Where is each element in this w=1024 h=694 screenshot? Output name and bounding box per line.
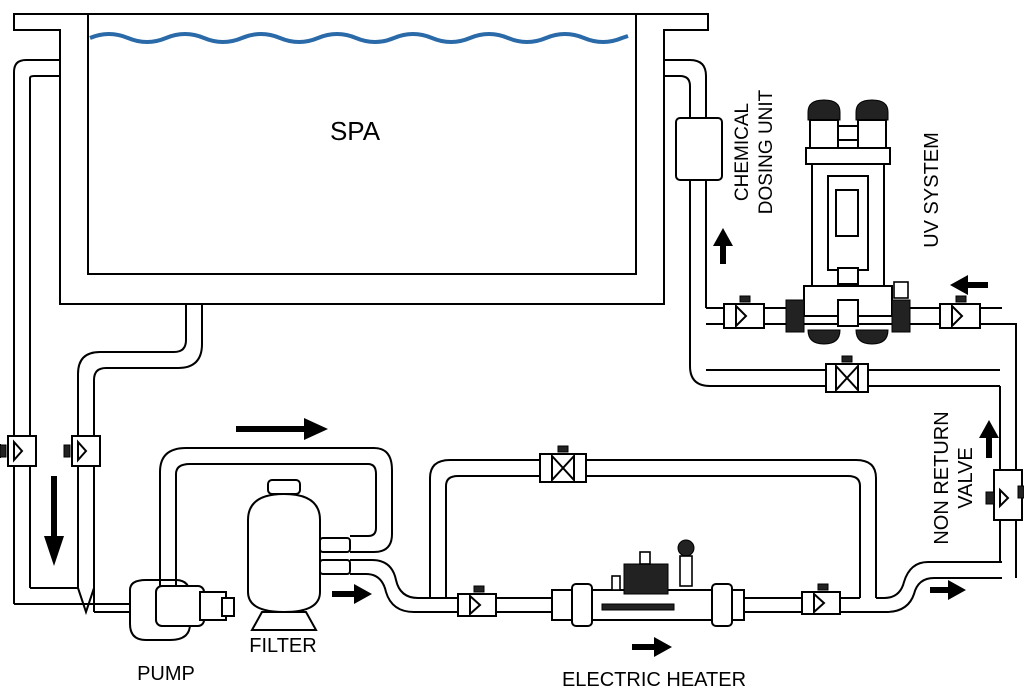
uv-system-unit: UV SYSTEM — [785, 99, 943, 345]
water-surface — [89, 32, 629, 44]
valve-bypass-heater — [539, 445, 587, 483]
uv-system-label: UV SYSTEM — [921, 132, 943, 248]
non-return-valve-label-1: NON RETURN — [931, 411, 953, 544]
flow-arrow-down — [44, 476, 64, 566]
chemical-dosing-label-1: CHEMICAL — [732, 103, 753, 201]
filter-label: FILTER — [249, 635, 316, 657]
flow-arrow-left-uv — [950, 275, 988, 295]
flow-arrow-right-heater — [632, 637, 672, 657]
spa-label: SPA — [330, 116, 381, 146]
suction-pipes — [0, 59, 203, 616]
valve-heater-outlet — [801, 583, 841, 615]
uv-section-pipes: CHEMICAL DOSING UNIT — [664, 59, 1017, 393]
valve-left-outer — [0, 435, 37, 467]
spa-tank: SPA — [13, 13, 709, 305]
valve-heater-inlet — [457, 585, 497, 617]
pump: PUMP — [129, 447, 393, 685]
chemical-dosing-unit — [675, 117, 723, 181]
electric-heater — [551, 539, 745, 627]
chemical-dosing-label-2: DOSING UNIT — [756, 89, 777, 214]
flow-arrow-right-top — [236, 418, 328, 440]
return-riser: NON RETURN VALVE — [931, 372, 1024, 578]
electric-heater-label: ELECTRIC HEATER — [562, 669, 746, 691]
non-return-valve-label-2: VALVE — [955, 447, 977, 509]
flow-arrow-up-riser — [979, 420, 999, 458]
valve-uv-bypass — [825, 355, 869, 393]
pump-label: PUMP — [137, 663, 195, 685]
valve-uv-right — [939, 295, 981, 329]
heater-line: ELECTRIC HEATER — [350, 445, 1002, 691]
valve-uv-left — [723, 295, 765, 329]
flow-arrow-up-dosing — [713, 228, 733, 264]
sand-filter: FILTER — [247, 479, 351, 657]
flow-arrow-right-exit — [930, 580, 966, 600]
non-return-valve — [985, 469, 1024, 521]
flow-arrow-right-filter — [332, 584, 372, 604]
valve-left-inner — [63, 435, 101, 467]
